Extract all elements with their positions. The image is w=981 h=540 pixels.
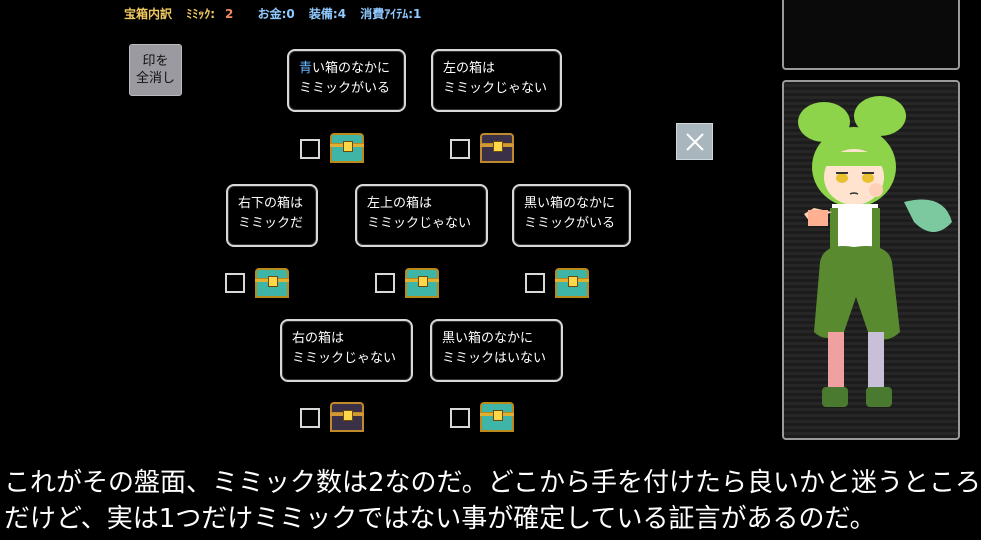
close-x-icon — [685, 132, 704, 151]
chest-5[interactable] — [555, 268, 589, 298]
mimic-count: ﾐﾐｯｸ:2 — [186, 7, 234, 21]
treasure-breakdown-bar: 宝箱内訳 ﾐﾐｯｸ:2 お金:0 装備:4 消費ｱｲﾃﾑ:1 — [124, 5, 431, 22]
clue-bubble-4: 左上の箱は ミミックじゃない — [355, 184, 488, 247]
chest-3[interactable] — [255, 268, 289, 298]
clear-marks-label-1: 印を — [142, 54, 169, 69]
mark-checkbox-1[interactable] — [300, 139, 320, 159]
clue-bubble-6: 右の箱は ミミックじゃない — [280, 319, 413, 382]
chest-2[interactable] — [480, 133, 514, 163]
clue-1-line1: い箱のなかに — [312, 61, 391, 76]
clue-bubble-5: 黒い箱のなかに ミミックがいる — [512, 184, 631, 247]
clue-bubble-2: 左の箱は ミミックじゃない — [431, 49, 562, 112]
clue-6-line1: 右の箱は — [292, 331, 345, 346]
equipment-count: 装備:4 — [308, 7, 347, 21]
info-panel — [782, 0, 960, 70]
clue-1-highlight: 青 — [299, 61, 313, 76]
chest-7[interactable] — [480, 402, 514, 432]
clue-bubble-1: 青い箱のなかに ミミックがいる — [287, 49, 406, 112]
money-count: お金:0 — [257, 7, 295, 21]
character-portrait-icon — [798, 96, 952, 407]
chest-4[interactable] — [405, 268, 439, 298]
subtitle-line-1: これがその盤面、ミミック数は2なのだ。どこから手を付けたら良いかと迷うところ — [4, 468, 981, 498]
clue-4-line2: ミミックじゃない — [367, 216, 472, 231]
clue-3-line1: 右下の箱は — [238, 196, 304, 211]
clue-7-line1: 黒い箱のなかに — [442, 331, 534, 346]
clue-3-line2: ミミックだ — [238, 216, 304, 231]
chest-6[interactable] — [330, 402, 364, 432]
clue-2-line1: 左の箱は — [443, 61, 496, 76]
clue-6-line2: ミミックじゃない — [292, 351, 397, 366]
clue-2-line2: ミミックじゃない — [443, 81, 548, 96]
mark-checkbox-4[interactable] — [375, 273, 395, 293]
chest-1[interactable] — [330, 133, 364, 163]
mark-checkbox-3[interactable] — [225, 273, 245, 293]
stats-title: 宝箱内訳 — [124, 7, 173, 21]
subtitle-box: これがその盤面、ミミック数は2なのだ。どこから手を付けたら良いかと迷うところ だ… — [0, 450, 981, 540]
mark-checkbox-7[interactable] — [450, 408, 470, 428]
clue-bubble-3: 右下の箱は ミミックだ — [226, 184, 318, 247]
character-portrait-panel — [782, 80, 960, 440]
clue-4-line1: 左上の箱は — [367, 196, 433, 211]
consumable-count: 消費ｱｲﾃﾑ:1 — [360, 7, 422, 21]
clue-5-line1: 黒い箱のなかに — [524, 196, 616, 211]
subtitle-line-2: だけど、実は1つだけミミックではない事が確定している証言があるのだ。 — [4, 504, 876, 534]
close-button[interactable] — [676, 123, 713, 160]
clear-marks-button[interactable]: 印を 全消し — [129, 44, 182, 96]
clue-1-line2: ミミックがいる — [299, 81, 391, 96]
mark-checkbox-6[interactable] — [300, 408, 320, 428]
clue-bubble-7: 黒い箱のなかに ミミックはいない — [430, 319, 563, 382]
clue-7-line2: ミミックはいない — [442, 351, 547, 366]
clue-5-line2: ミミックがいる — [524, 216, 616, 231]
mark-checkbox-2[interactable] — [450, 139, 470, 159]
clear-marks-label-2: 全消し — [135, 71, 175, 86]
mark-checkbox-5[interactable] — [525, 273, 545, 293]
